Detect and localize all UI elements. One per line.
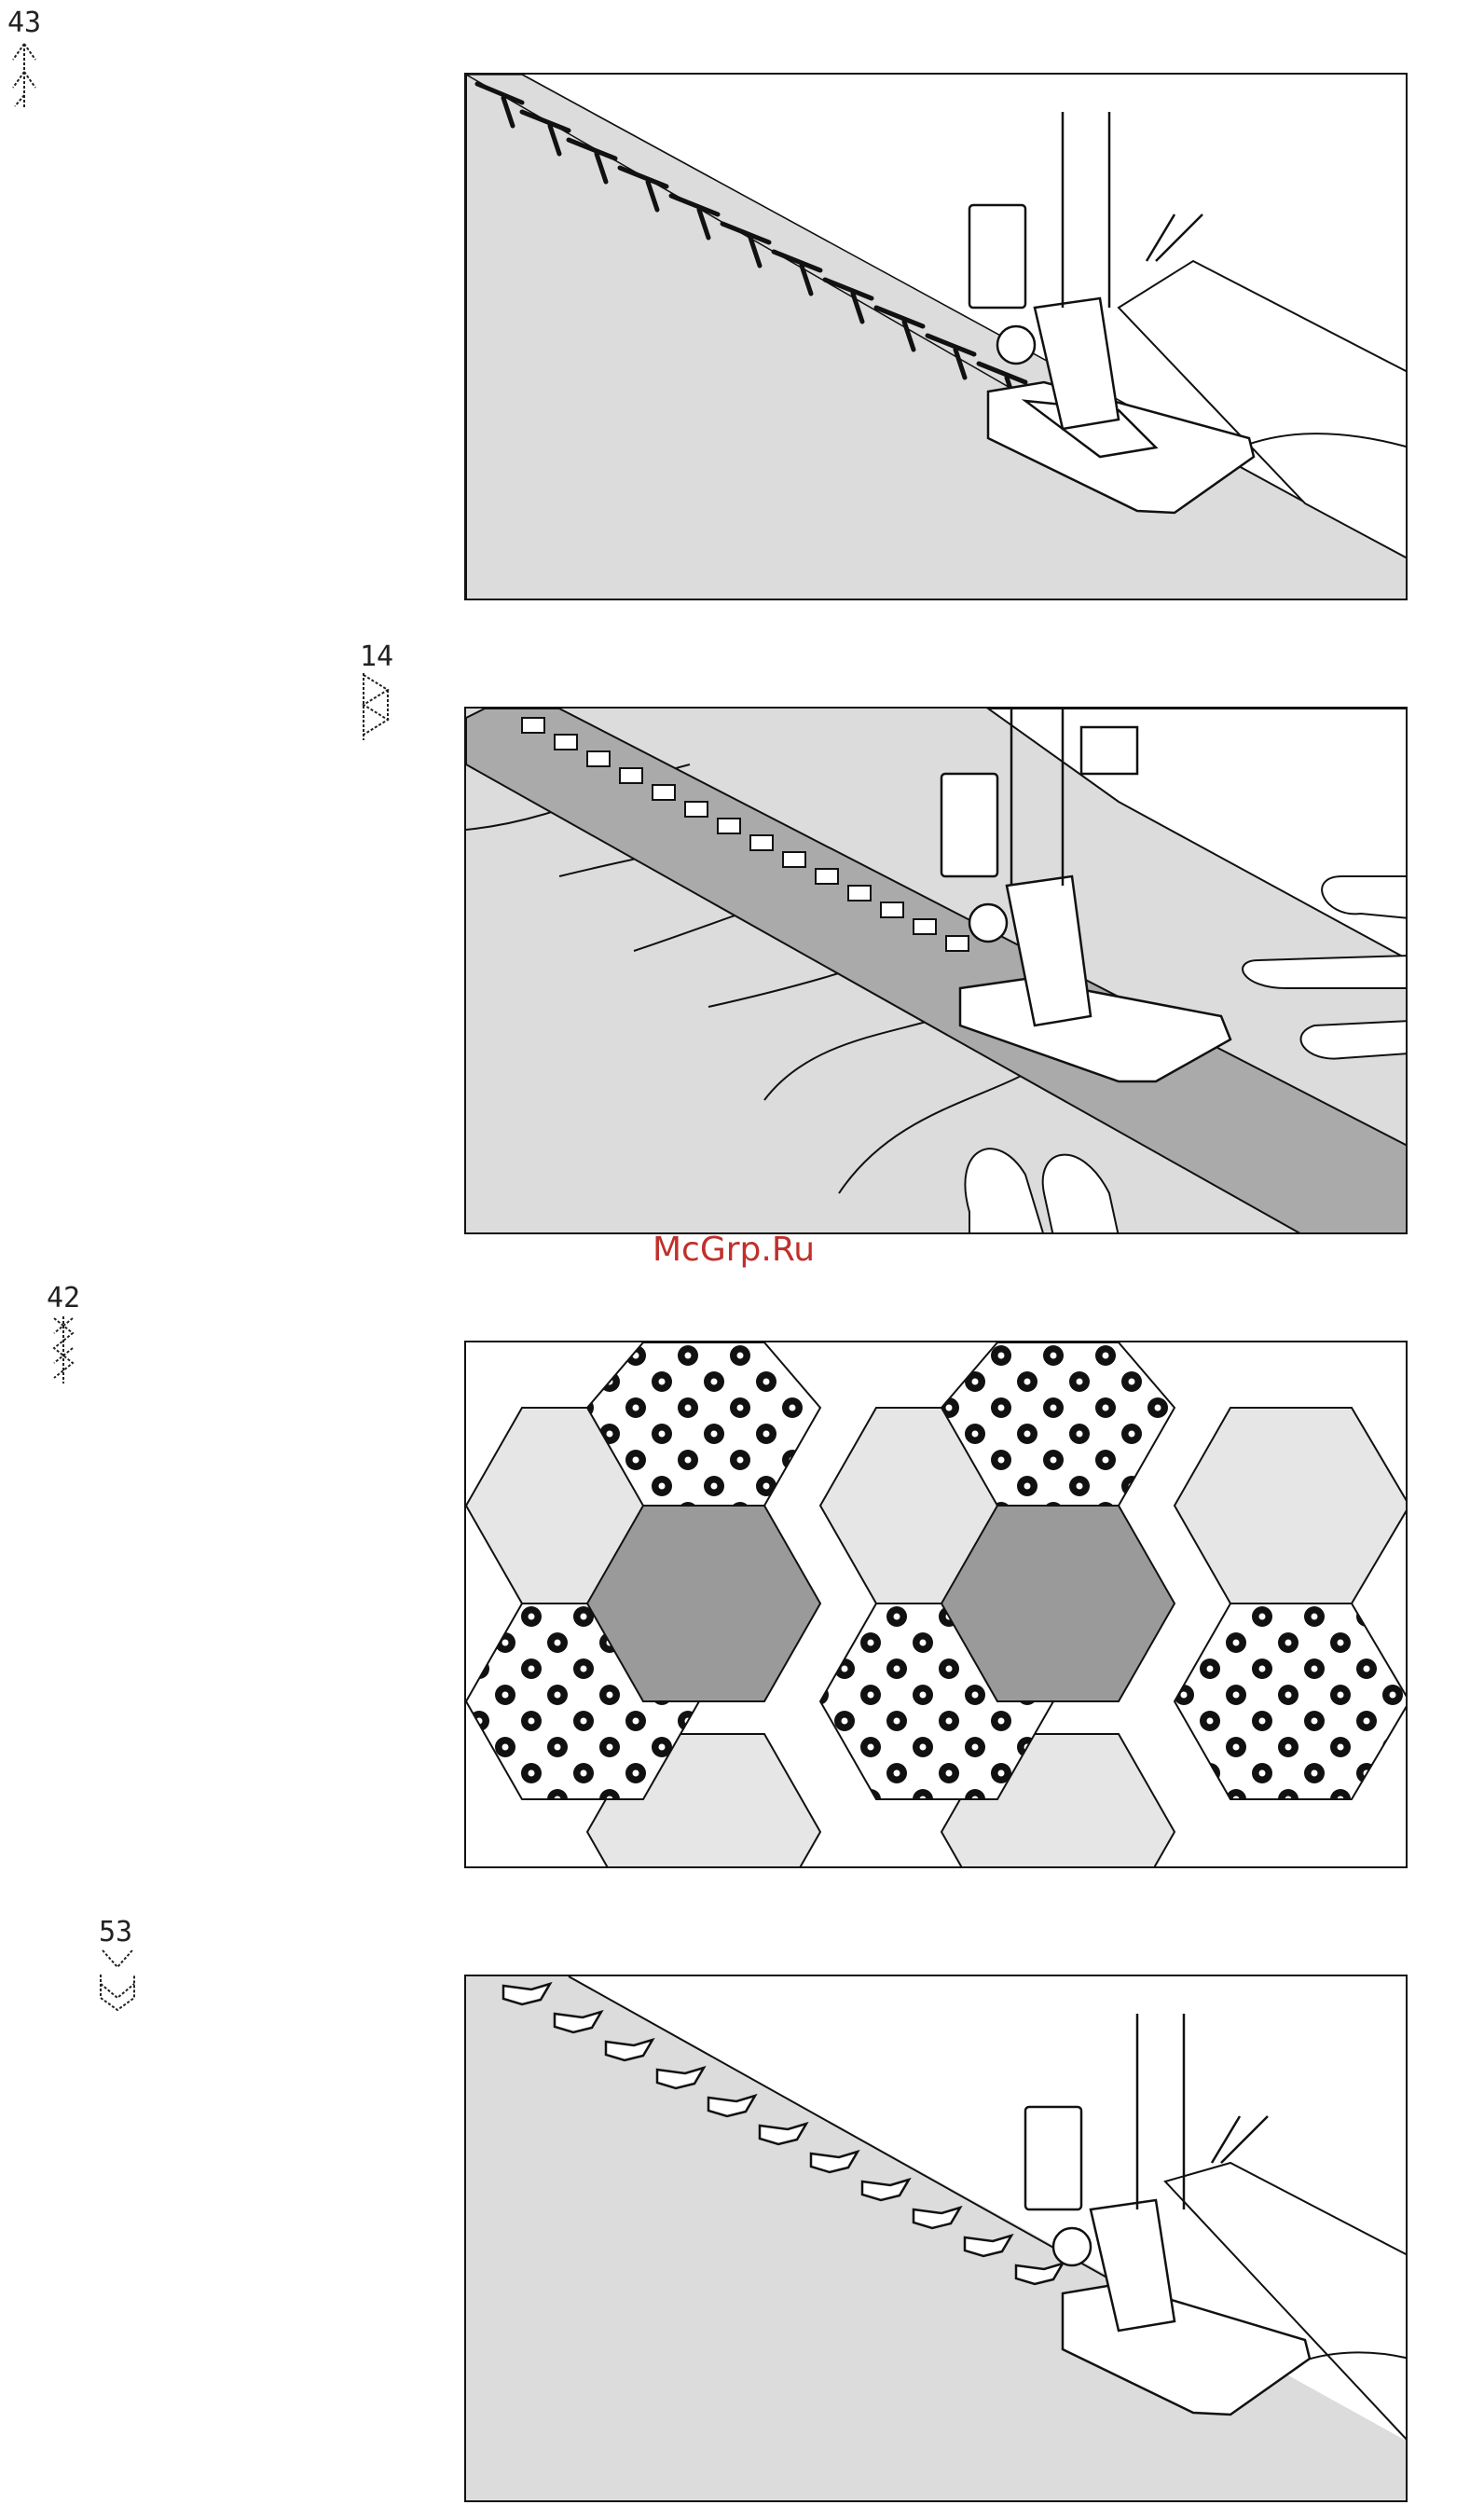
- hexagon-joining-stitch-icon: [45, 1313, 82, 1387]
- stitch-number-14: 14: [360, 643, 393, 671]
- watermark: McGrp.Ru: [653, 1231, 815, 1269]
- stitch-number-42: 42: [47, 1285, 80, 1313]
- illustration-panel-3: [464, 1341, 1408, 1868]
- illustration-panel-2: [464, 707, 1408, 1234]
- illustration-panel-1: [464, 73, 1408, 600]
- illustration-panel-4: [464, 1975, 1408, 2502]
- stitch-number-53: 53: [99, 1919, 132, 1947]
- stitch-number-43: 43: [7, 9, 41, 37]
- chevron-edge-stitch-icon: [97, 1947, 138, 2012]
- box-zigzag-stitch-icon: [358, 669, 395, 744]
- feather-stitch-icon: [7, 39, 41, 114]
